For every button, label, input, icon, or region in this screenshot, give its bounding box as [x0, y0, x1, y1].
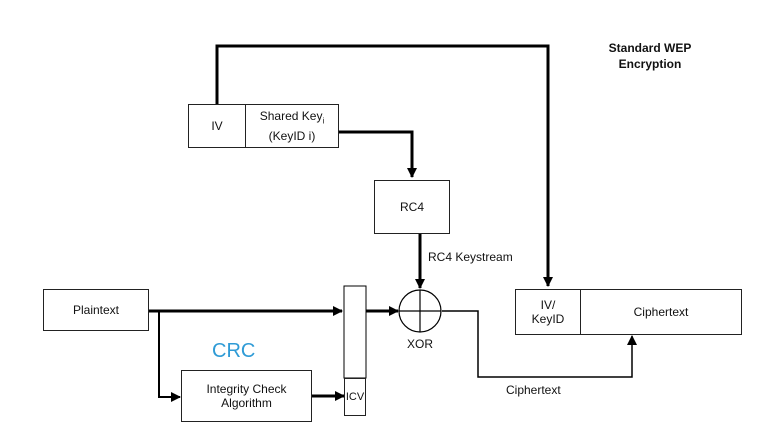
- plaintext-to-integrity-arrow: [158, 311, 181, 402]
- xor-to-ciphertext-arrow: [442, 310, 637, 378]
- key-to-rc4-arrow: [339, 130, 417, 178]
- iv-to-output-arrow: [215, 44, 553, 287]
- iv-keyid-box: IV/ KeyID: [515, 289, 581, 335]
- rc4-keystream-label: RC4 Keystream: [428, 250, 513, 264]
- title-line1: Standard WEP: [608, 41, 692, 55]
- iv-keyid-line1: IV/: [540, 298, 556, 312]
- shared-key-label: Shared Keyi: [259, 109, 325, 126]
- iv-keyid-line2: KeyID: [531, 312, 565, 326]
- shared-key-subscript: i: [322, 116, 325, 126]
- ciphertext-box: Ciphertext: [580, 289, 742, 335]
- ciphertext-box-label: Ciphertext: [633, 305, 689, 319]
- integrity-line2: Algorithm: [221, 396, 272, 410]
- plaintext-box: Plaintext: [43, 289, 149, 331]
- rc4-box: RC4: [374, 180, 450, 234]
- icv-label: ICV: [345, 391, 365, 403]
- icv-box: ICV: [344, 378, 366, 416]
- iv-label: IV: [211, 119, 223, 133]
- iv-box: IV: [188, 104, 246, 148]
- title-line2: Encryption: [618, 57, 682, 71]
- ciphertext-output-label: Ciphertext: [506, 383, 561, 397]
- rc4-label: RC4: [399, 200, 424, 214]
- plaintext-label: Plaintext: [72, 303, 120, 317]
- integrity-check-box: Integrity Check Algorithm: [181, 370, 312, 422]
- xor-icon: [398, 289, 442, 333]
- diagram-title: Standard WEP Encryption: [585, 40, 715, 72]
- concat-block: [343, 285, 367, 379]
- integrity-line1: Integrity Check: [206, 382, 287, 396]
- shared-key-id-label: (KeyID i): [268, 128, 316, 143]
- shared-key-box: Shared Keyi (KeyID i): [245, 104, 339, 148]
- crc-label: CRC: [212, 340, 256, 362]
- xor-label: XOR: [406, 337, 433, 351]
